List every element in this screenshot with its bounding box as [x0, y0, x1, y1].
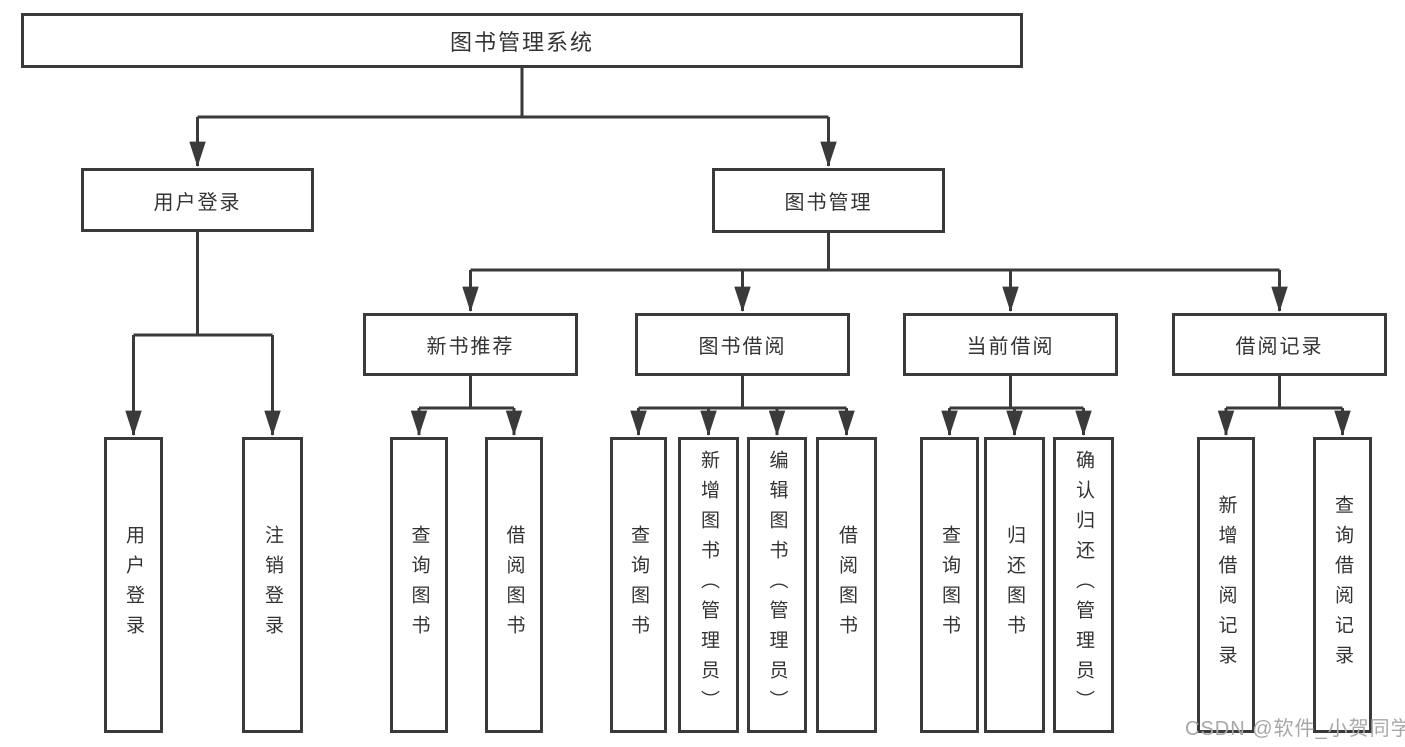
leaf-edit-book-admin: 编辑图书（管理员） [747, 437, 807, 733]
node-user-login-label: 用户登录 [153, 191, 242, 214]
leaf-query-book-current-label: 查询图书 [939, 525, 960, 645]
node-root-label: 图书管理系统 [449, 29, 594, 55]
leaf-query-book-borrow-label: 查询图书 [628, 525, 649, 645]
leaf-add-book-admin-label: 新增图书（管理员） [698, 450, 719, 720]
leaf-logout-login-label: 注销登录 [262, 525, 283, 645]
leaf-return-book-label: 归还图书 [1004, 525, 1025, 645]
leaf-logout-login: 注销登录 [242, 437, 303, 733]
watermark: CSDN @软件_小贺同学 [1185, 718, 1405, 740]
node-book-management-label: 图书管理 [784, 192, 873, 214]
leaf-query-borrow-record-label: 查询借阅记录 [1332, 495, 1353, 675]
leaf-add-book-admin: 新增图书（管理员） [678, 437, 739, 733]
leaf-confirm-return-admin: 确认归还（管理员） [1053, 437, 1114, 733]
node-book-borrow-label: 图书借阅 [698, 336, 787, 358]
node-book-management: 图书管理 [712, 168, 945, 233]
leaf-borrow-book-recommend-label: 借阅图书 [503, 525, 525, 645]
node-root: 图书管理系统 [21, 13, 1023, 68]
leaf-user-login: 用户登录 [104, 437, 163, 733]
leaf-query-book-current: 查询图书 [920, 437, 979, 733]
node-current-borrow-label: 当前借阅 [966, 336, 1055, 358]
leaf-borrow-book: 借阅图书 [816, 437, 877, 733]
leaf-query-book-borrow: 查询图书 [610, 437, 667, 733]
leaf-user-login-label: 用户登录 [123, 525, 144, 645]
leaf-edit-book-admin-label: 编辑图书（管理员） [766, 450, 788, 720]
leaf-borrow-book-label: 借阅图书 [836, 525, 857, 645]
node-current-borrow: 当前借阅 [903, 313, 1118, 376]
node-new-book-recommend-label: 新书推荐 [426, 336, 515, 358]
leaf-add-borrow-record-label: 新增借阅记录 [1215, 495, 1237, 675]
leaf-query-book-recommend: 查询图书 [390, 437, 448, 733]
node-borrow-record: 借阅记录 [1172, 313, 1387, 376]
node-book-borrow: 图书借阅 [635, 313, 850, 376]
node-user-login: 用户登录 [81, 168, 314, 232]
leaf-query-book-recommend-label: 查询图书 [408, 525, 430, 645]
leaf-confirm-return-admin-label: 确认归还（管理员） [1073, 450, 1094, 720]
leaf-add-borrow-record: 新增借阅记录 [1197, 437, 1255, 733]
node-borrow-record-label: 借阅记录 [1235, 336, 1324, 358]
leaf-query-borrow-record: 查询借阅记录 [1313, 437, 1372, 733]
leaf-return-book: 归还图书 [984, 437, 1045, 733]
node-new-book-recommend: 新书推荐 [363, 313, 578, 376]
leaf-borrow-book-recommend: 借阅图书 [485, 437, 543, 733]
